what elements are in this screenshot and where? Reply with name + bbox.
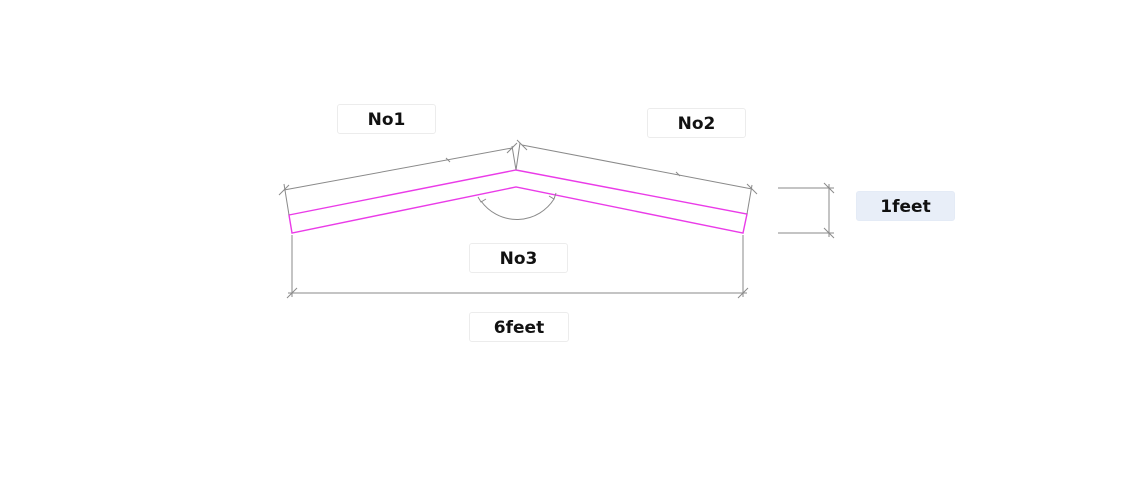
- dimension-no1-tick-left: [278, 184, 290, 196]
- dimension-no2-extension-right: [746, 184, 753, 215]
- thickness-tick-top: [823, 182, 835, 194]
- angle-arrow-left: [477, 196, 487, 203]
- dimension-no2-midmark: [675, 171, 681, 177]
- dimension-label-no1[interactable]: No1: [337, 104, 436, 134]
- bent-profile-outline[interactable]: [288, 169, 748, 234]
- angle-arc: [480, 198, 555, 220]
- dimension-no1: [278, 142, 518, 216]
- dimension-label-thickness[interactable]: 1feet: [856, 191, 955, 221]
- angle-arrow-right: [548, 192, 557, 200]
- dimension-no2: [515, 139, 758, 215]
- dimension-no2-tick-right: [746, 183, 758, 195]
- dimension-no2-line: [521, 144, 753, 190]
- dimension-no1-extension-right: [511, 145, 517, 171]
- dimension-no2-extension-left: [515, 142, 521, 171]
- dimension-no1-midmark: [445, 157, 451, 163]
- dimension-thickness: [778, 182, 835, 239]
- dimension-no2-tick-left: [516, 139, 528, 151]
- thickness-tick-bottom: [823, 227, 835, 239]
- dimension-label-no3[interactable]: No3: [469, 243, 568, 273]
- dimension-label-no2[interactable]: No2: [647, 108, 746, 138]
- width-tick-left: [286, 287, 298, 299]
- dimension-no3-angle: [477, 192, 557, 220]
- width-tick-right: [737, 287, 749, 299]
- dimension-no1-line: [283, 147, 513, 191]
- dimension-overall-width: [286, 235, 749, 299]
- dimension-label-overall-width[interactable]: 6feet: [469, 312, 569, 342]
- dimension-no1-tick-right: [506, 142, 518, 154]
